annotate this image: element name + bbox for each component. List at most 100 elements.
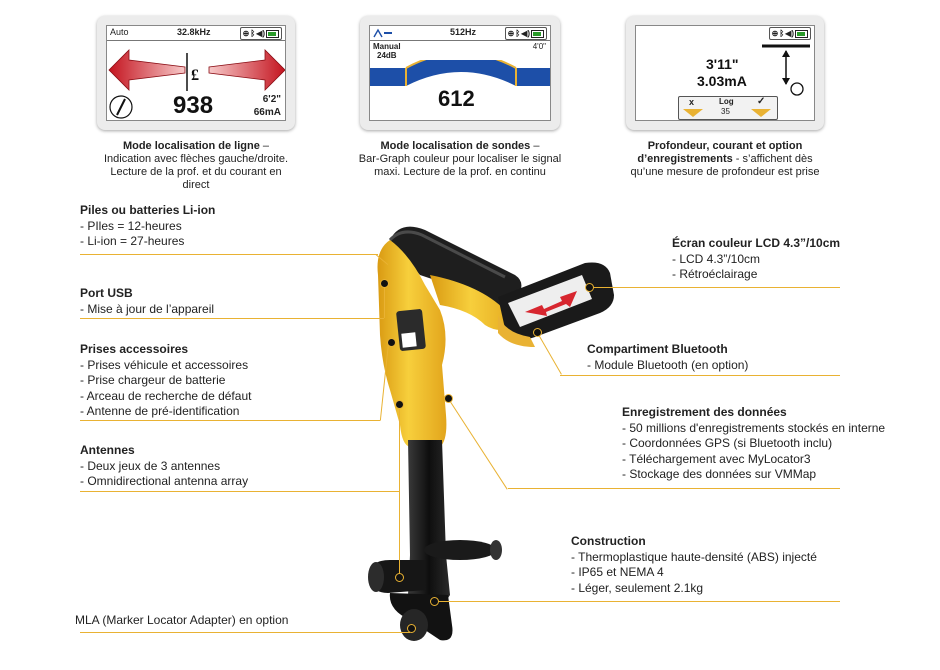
- battery-icon: [266, 29, 279, 38]
- antennas-lower-dot: [395, 573, 404, 582]
- status-icons: ⊕ ᛒ ◀): [239, 27, 282, 40]
- caption-title: Mode localisation de sondes: [380, 140, 531, 152]
- mini-screen-arrows-icon: [525, 291, 577, 316]
- antennas-leader-vertical: [399, 405, 400, 492]
- callout-title: Port USB: [80, 286, 133, 300]
- batteries-leader-line: [80, 254, 378, 255]
- current-readout: 66mA: [253, 107, 281, 118]
- caption-dash: –: [530, 140, 540, 152]
- accessories-leader-line: [80, 420, 380, 421]
- bluetooth-icon: ᛒ: [779, 29, 785, 38]
- signal-value: 612: [438, 86, 475, 111]
- callout-item: - 50 millions d'enregistrements stockés …: [622, 420, 886, 435]
- line-symbol: £: [191, 67, 199, 84]
- antennas-dot: [395, 400, 404, 409]
- usb-leader-vertical: [384, 282, 385, 318]
- usb-dot: [380, 279, 389, 288]
- confirm-softkey-label: ✓: [757, 96, 766, 107]
- callout-item: - Stockage des données sur VMMap: [622, 467, 817, 481]
- speaker-icon: ◀): [256, 29, 265, 38]
- battery-icon: [531, 29, 544, 38]
- log-softkey-bar: x Log 35 ✓: [678, 96, 778, 120]
- callout-title: Prises accessoires: [80, 342, 189, 356]
- battery-icon: [795, 29, 808, 38]
- callout-item: - Arceau de recherche de défaut: [80, 388, 252, 403]
- callout-item: - PIles = 12-heures: [80, 218, 182, 233]
- callout-title: MLA (Marker Locator Adapter) en option: [75, 613, 289, 627]
- log-label: Log: [719, 97, 734, 106]
- accessories-dot: [387, 338, 396, 347]
- status-bar: 512Hz ⊕ ᛒ ◀): [370, 26, 550, 41]
- callout-item: - Antenne de pré-identification: [80, 404, 240, 418]
- data-callout: Enregistrement des données - 50 millions…: [622, 405, 885, 483]
- confirm-softkey-arrow-icon[interactable]: [751, 109, 771, 117]
- callout-item: - IP65 et NEMA 4: [571, 565, 664, 579]
- depth-readout: 3'11": [706, 56, 739, 72]
- depth-diagram-icon: [762, 44, 810, 96]
- status-bar: Auto 32.8kHz ⊕ ᛒ ◀): [107, 26, 285, 41]
- callout-item: - Mise à jour de l’appareil: [80, 301, 215, 316]
- mode-label: Manual: [373, 42, 401, 51]
- callout-title: Enregistrement des données: [622, 405, 787, 419]
- depth-readout: 4'0": [532, 42, 546, 51]
- lcd-dot: [585, 283, 594, 292]
- usb-leader-line: [80, 318, 384, 319]
- antennas-leader-lower: [399, 491, 400, 577]
- gain-readout: 24dB: [377, 51, 397, 60]
- direction-arrows: [108, 49, 285, 119]
- sonde-mode-display: 512Hz ⊕ ᛒ ◀) Manual 24dB 4'0" 612: [369, 25, 551, 121]
- construction-callout: Construction - Thermoplastique haute-den…: [571, 534, 817, 596]
- data-dot: [444, 394, 453, 403]
- signal-value: 938: [173, 92, 214, 119]
- batteries-callout: Piles ou batteries Li-ion - PIles = 12-h…: [80, 203, 215, 250]
- locator-device-illustration: [368, 226, 614, 641]
- signal-arc-bargraph: [370, 60, 550, 108]
- mode-label: Auto: [110, 27, 129, 37]
- callout-item: - Li-ion = 27-heures: [80, 234, 185, 248]
- callout-title: Construction: [571, 534, 646, 548]
- callout-title: Écran couleur LCD 4.3”/10cm: [672, 236, 841, 250]
- depth-readout: 6'2": [262, 94, 281, 105]
- bluetooth-dot: [533, 328, 542, 337]
- status-bar: ⊕ ᛒ ◀): [636, 26, 814, 40]
- mla-leader-line: [80, 632, 410, 633]
- antennas-callout: Antennes - Deux jeux de 3 antennes - Omn…: [80, 443, 248, 490]
- lcd-callout: Écran couleur LCD 4.3”/10cm - LCD 4.3”/1…: [672, 236, 840, 283]
- callout-title: Compartiment Bluetooth: [587, 342, 728, 356]
- callout-title: Antennes: [80, 443, 135, 457]
- frequency-readout: 512Hz: [450, 27, 477, 37]
- depth-mode-caption: Profondeur, courant et option d’enregist…: [622, 140, 828, 179]
- accessories-callout: Prises accessoires - Prises véhicule et …: [80, 342, 251, 420]
- construction-leader-line: [437, 601, 840, 602]
- caption-text: Indication avec flèches gauche/droite. L…: [103, 153, 289, 191]
- bluetooth-leader-line: [560, 375, 840, 376]
- gps-icon: ⊕: [242, 29, 250, 38]
- status-icons: ⊕ ᛒ ◀): [768, 27, 811, 40]
- sonde-icon: [373, 28, 392, 38]
- callout-item: - LCD 4.3”/10cm: [672, 251, 761, 266]
- log-number: 35: [721, 107, 730, 116]
- current-readout: 3.03mA: [697, 73, 747, 89]
- status-icons: ⊕ ᛒ ◀): [504, 27, 547, 40]
- lcd-leader-line: [590, 287, 840, 288]
- callout-item: - Coordonnées GPS (si Bluetooth inclu): [622, 436, 833, 450]
- caption-text: Bar-Graph couleur pour localiser le sign…: [358, 153, 562, 178]
- antennas-leader-line: [80, 491, 400, 492]
- cancel-softkey-arrow-icon[interactable]: [683, 109, 703, 117]
- construction-dot: [430, 597, 439, 606]
- callout-item: - Léger, seulement 2.1kg: [571, 580, 704, 595]
- speaker-icon: ◀): [521, 29, 530, 38]
- usb-callout: Port USB - Mise à jour de l’appareil: [80, 286, 214, 317]
- callout-item: - Deux jeux de 3 antennes: [80, 458, 221, 473]
- bluetooth-callout: Compartiment Bluetooth - Module Bluetoot…: [587, 342, 748, 373]
- callout-item: - Prises véhicule et accessoires: [80, 357, 249, 372]
- caption-title: Profondeur, courant et option d’enregist…: [637, 140, 803, 165]
- depth-mode-display: ⊕ ᛒ ◀) 3'11" 3.03mA x Log 35 ✓: [635, 25, 815, 121]
- depth-mode-screen: ⊕ ᛒ ◀) 3'11" 3.03mA x Log 35 ✓: [626, 16, 824, 130]
- left-arrow-icon: [108, 49, 186, 91]
- gps-icon: ⊕: [507, 29, 515, 38]
- callout-item: - Thermoplastique haute-densité (ABS) in…: [571, 549, 817, 564]
- sonde-mode-caption: Mode localisation de sondes – Bar-Graph …: [350, 140, 570, 179]
- mla-callout: MLA (Marker Locator Adapter) en option: [75, 613, 288, 629]
- line-mode-display: Auto 32.8kHz ⊕ ᛒ ◀) £: [106, 25, 286, 121]
